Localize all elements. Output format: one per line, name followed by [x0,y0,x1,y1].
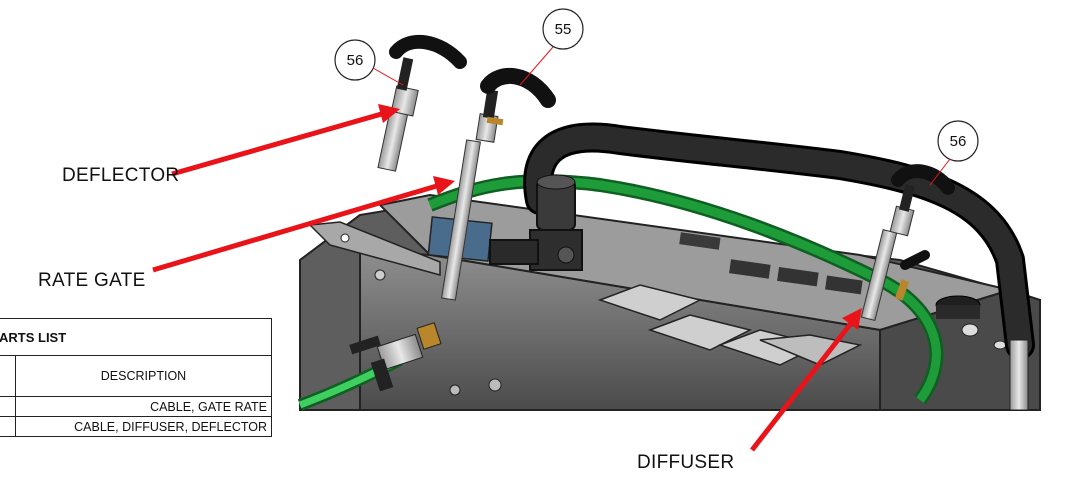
deflector-arrow [171,104,400,177]
valve-levers [308,221,863,366]
balloon-right: 56 [929,120,979,186]
cable-rate-gate-55 [440,67,556,301]
diffuser-arrow [750,308,862,452]
cable-deflector-56 [377,34,467,172]
table-row: CABLE, DIFFUSER, DEFLECTOR [0,416,272,437]
regulator-knob [489,174,583,271]
arrows [152,104,862,452]
deflector-label: DEFLECTOR [62,165,180,186]
cable-diffuser-56 [860,164,955,321]
balloon-left: 56 [334,39,404,86]
side-fitting [349,322,442,392]
item-header [0,355,16,397]
table-row: CABLE, GATE RATE [0,396,272,417]
row-description: CABLE, GATE RATE [15,396,272,417]
balloon-left-text: 56 [347,52,364,69]
parts-list-table: ARTS LIST DESCRIPTION CABLE, GATE RATE C… [0,318,272,437]
rate-gate-arrow [152,176,455,273]
row-item [0,396,16,417]
balloon-right-text: 56 [950,133,967,150]
diffuser-label: DIFFUSER [637,452,735,473]
row-description: CABLE, DIFFUSER, DEFLECTOR [15,416,272,437]
parts-list-title: ARTS LIST [0,318,272,356]
rate-gate-label: RATE GATE [38,270,146,291]
grab-handle [523,122,1035,411]
row-item [0,416,16,437]
balloon-middle: 55 [519,8,584,86]
description-header: DESCRIPTION [15,355,272,397]
balloon-middle-text: 55 [555,21,572,38]
